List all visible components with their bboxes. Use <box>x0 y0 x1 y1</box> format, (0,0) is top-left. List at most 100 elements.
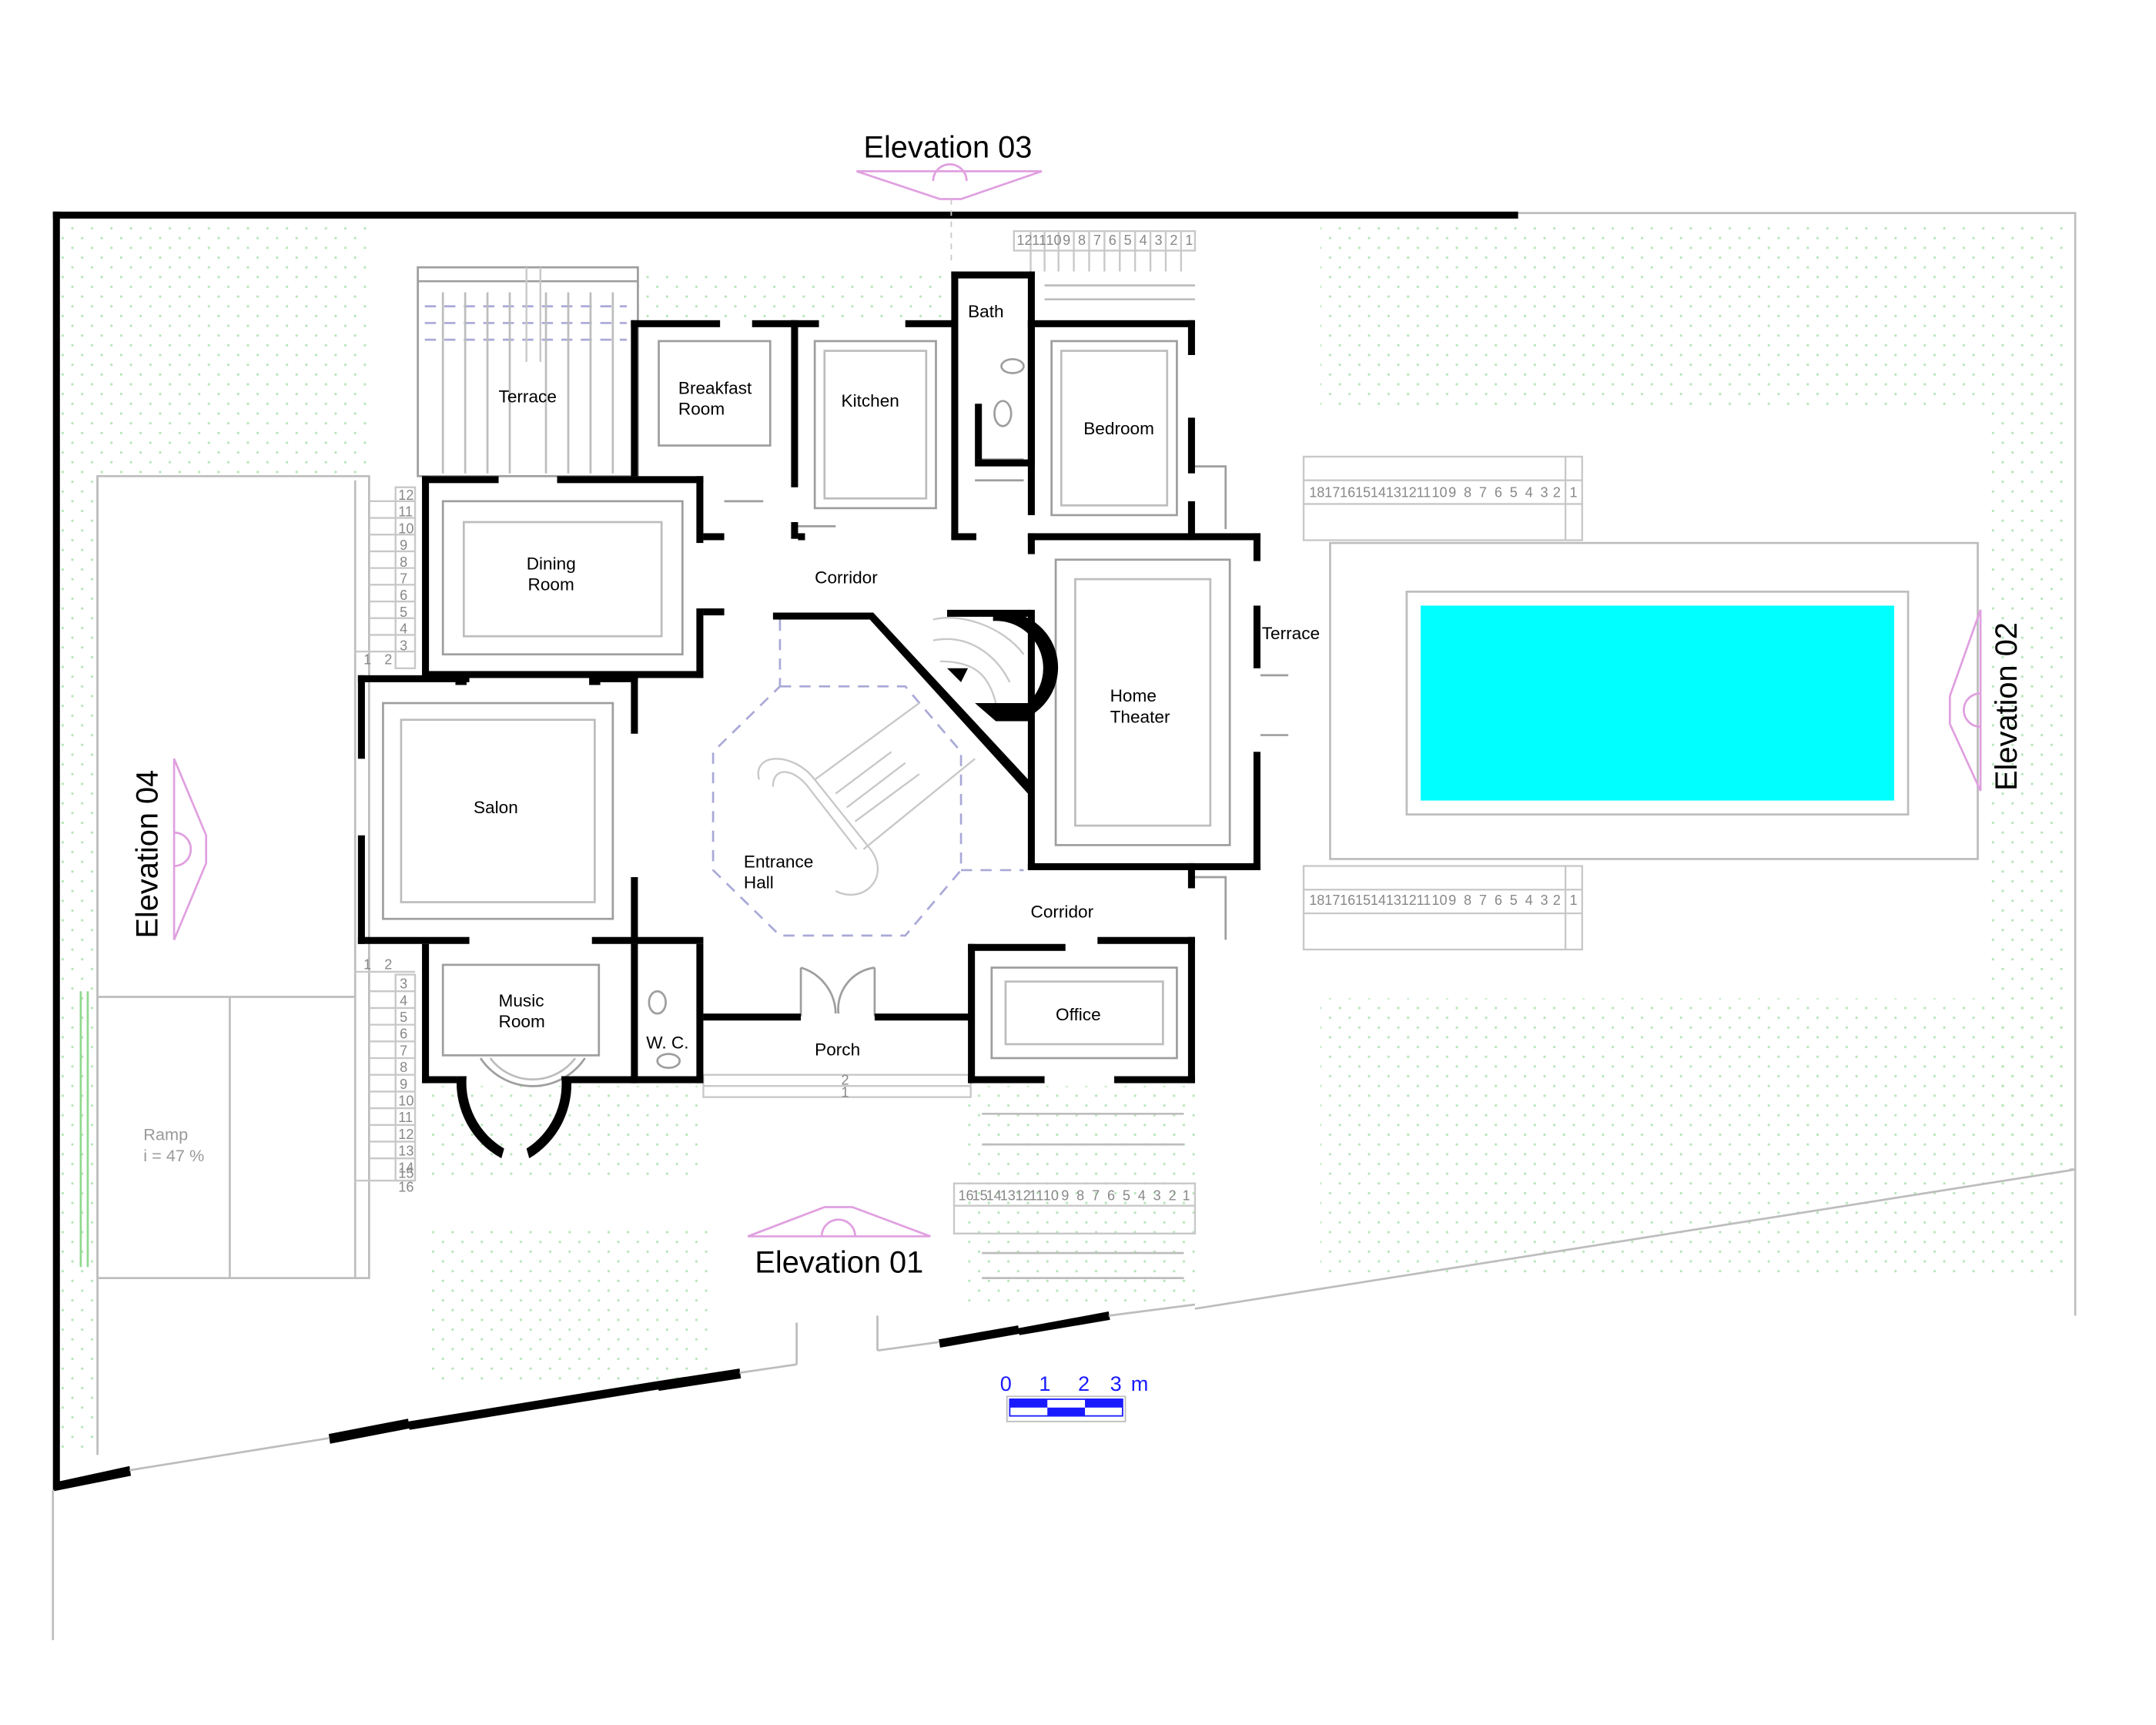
west-upper-step-7: 7 <box>400 571 407 587</box>
pool-south-step-16: 16 <box>1340 893 1355 908</box>
pool-north-step-2: 2 <box>1553 484 1561 500</box>
south-step-16: 16 <box>958 1187 973 1203</box>
west-upper-step-3: 3 <box>400 638 407 653</box>
west-lower-step-2: 2 <box>384 956 392 972</box>
stair-step-8: 8 <box>1078 233 1086 248</box>
site <box>52 212 2077 1640</box>
west-lower-step-10: 10 <box>398 1093 413 1108</box>
pool-north-step-14: 14 <box>1371 484 1386 500</box>
stair-pool-north: 18 17 16 15 14 13 12 11 10 9 8 7 6 5 4 3… <box>1302 455 1583 541</box>
pool-south-step-8: 8 <box>1464 893 1471 908</box>
pool-north-step-3: 3 <box>1541 484 1548 500</box>
scale-tick-3: 3 <box>1110 1372 1122 1395</box>
stair-step-5: 5 <box>1124 233 1132 248</box>
pool-north-step-7: 7 <box>1479 484 1487 500</box>
west-upper-step-2: 2 <box>384 651 392 667</box>
pool-south-step-7: 7 <box>1479 893 1487 908</box>
elevation-markers: Elevation 03 Elevation 01 Elevation 04 E… <box>130 130 2024 1279</box>
pool-north-step-11: 11 <box>1417 484 1431 500</box>
pool-north-step-18: 18 <box>1309 484 1324 500</box>
stair-step-12: 12 <box>1016 233 1032 248</box>
stair-west-lower: 1 2 3 4 5 6 7 8 9 10 11 12 13 14 15 16 <box>355 956 417 1195</box>
scale-tick-2: 2 <box>1078 1372 1090 1395</box>
porch-step-2: 2 <box>842 1072 849 1087</box>
south-step-1: 1 <box>1183 1187 1190 1203</box>
exterior-stairs: 12 11 10 9 8 7 6 5 4 3 2 1 18 17 16 15 1… <box>79 229 1583 1280</box>
west-lower-step-6: 6 <box>400 1027 407 1042</box>
scale-segment-3 <box>1085 1398 1123 1408</box>
south-step-5: 5 <box>1123 1187 1130 1203</box>
pool-north-step-17: 17 <box>1324 484 1340 500</box>
elevation-marker-03: Elevation 03 <box>855 130 1043 265</box>
elevation-03-label: Elevation 03 <box>863 130 1032 164</box>
ramp-slope-label: i = 47 % <box>143 1146 204 1165</box>
room-music-room-line1: Music <box>499 991 544 1010</box>
south-step-9: 9 <box>1061 1187 1069 1203</box>
pool-north-step-9: 9 <box>1448 484 1456 500</box>
west-lower-step-13: 13 <box>398 1144 413 1159</box>
room-home-theater-line2: Theater <box>1110 707 1170 726</box>
elevation-01-label: Elevation 01 <box>755 1245 923 1279</box>
room-kitchen: Kitchen <box>842 391 899 410</box>
scale-unit: m <box>1131 1372 1149 1395</box>
south-step-14: 14 <box>986 1187 1002 1203</box>
scale-bar: 0 1 2 3 m <box>1000 1372 1149 1422</box>
west-lower-step-1: 1 <box>363 956 371 972</box>
garden-west <box>61 223 371 477</box>
room-music-room-line2: Room <box>499 1012 545 1031</box>
elevation-02-label: Elevation 02 <box>1990 622 2024 791</box>
elevation-marker-02: Elevation 02 <box>1948 609 2024 792</box>
south-step-15: 15 <box>973 1187 988 1203</box>
pool-north-step-12: 12 <box>1401 484 1417 500</box>
pool-south-step-18: 18 <box>1309 893 1324 908</box>
pool-south-step-14: 14 <box>1371 893 1386 908</box>
pool-south-step-3: 3 <box>1541 893 1548 908</box>
room-porch: Porch <box>815 1040 860 1059</box>
south-step-4: 4 <box>1138 1187 1146 1203</box>
garden-southeast <box>1320 998 2070 1277</box>
room-home-theater-line1: Home <box>1110 686 1157 705</box>
boundary-walls <box>52 211 1518 1492</box>
pool-south-step-5: 5 <box>1510 893 1518 908</box>
west-upper-step-12: 12 <box>398 487 413 503</box>
west-lower-step-3: 3 <box>400 976 407 992</box>
west-lower-step-9: 9 <box>400 1077 407 1092</box>
pool-north-step-15: 15 <box>1355 484 1371 500</box>
garden-north <box>638 271 947 320</box>
room-wc: W. C. <box>646 1033 688 1052</box>
pool-south-step-11: 11 <box>1417 893 1431 908</box>
scale-tick-0: 0 <box>1000 1372 1012 1395</box>
west-upper-step-9: 9 <box>400 538 407 553</box>
elevation-marker-01: Elevation 01 <box>747 1206 931 1279</box>
pool-south-step-4: 4 <box>1525 893 1533 908</box>
room-terrace-east: Terrace <box>1262 624 1320 643</box>
pool-south-step-6: 6 <box>1495 893 1502 908</box>
west-lower-step-12: 12 <box>398 1127 413 1142</box>
swimming-pool <box>1420 605 1894 801</box>
pool-south-step-12: 12 <box>1401 893 1417 908</box>
room-salon: Salon <box>474 798 518 817</box>
pool-north-step-16: 16 <box>1340 484 1355 500</box>
south-step-6: 6 <box>1107 1187 1115 1203</box>
pool-north-step-6: 6 <box>1495 484 1502 500</box>
stair-step-10: 10 <box>1046 233 1061 248</box>
stair-pool-south: 18 17 16 15 14 13 12 11 10 9 8 7 6 5 4 3… <box>1302 865 1583 951</box>
west-upper-step-10: 10 <box>398 521 413 536</box>
south-step-3: 3 <box>1153 1187 1161 1203</box>
south-step-11: 11 <box>1029 1187 1044 1203</box>
room-terrace-northwest: Terrace <box>499 387 557 406</box>
pool-north-step-4: 4 <box>1525 484 1533 500</box>
stair-step-11: 11 <box>1032 233 1046 248</box>
south-step-10: 10 <box>1043 1187 1059 1203</box>
stair-step-7: 7 <box>1093 233 1101 248</box>
west-upper-step-4: 4 <box>400 621 407 637</box>
room-entrance-hall-line1: Entrance <box>744 852 813 871</box>
west-upper-step-11: 11 <box>398 504 413 520</box>
west-lower-step-15: 15 <box>398 1165 413 1181</box>
stair-step-9: 9 <box>1063 233 1070 248</box>
west-lower-step-14: 14 <box>398 1160 413 1175</box>
pool-north-step-1: 1 <box>1570 484 1578 500</box>
scale-tick-1: 1 <box>1039 1372 1050 1395</box>
south-step-8: 8 <box>1076 1187 1084 1203</box>
